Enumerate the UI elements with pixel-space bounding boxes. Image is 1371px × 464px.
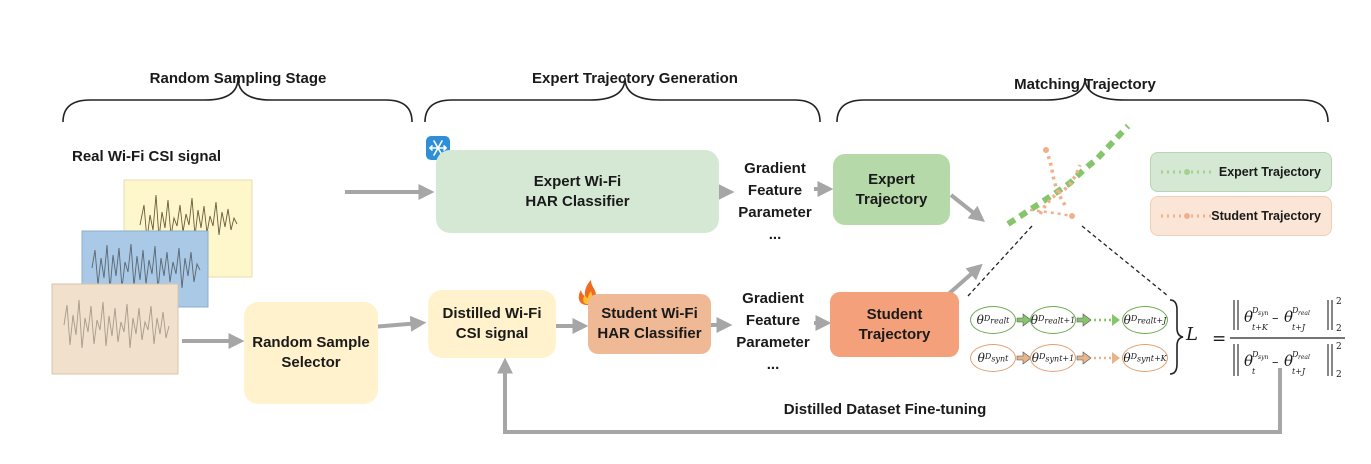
svg-text:real: real <box>1298 310 1310 317</box>
distilled-signal-box: Distilled Wi-Fi CSI signal <box>428 290 556 358</box>
expert-trajectory-label: Expert Trajectory <box>855 170 928 208</box>
zoom-line-right <box>1081 225 1169 297</box>
svg-text:syn: syn <box>1258 310 1268 317</box>
svg-text:–: – <box>1272 311 1279 326</box>
random-selector-box: Random Sample Selector <box>244 302 378 404</box>
svg-text:t+K: t+K <box>1252 323 1269 332</box>
expert-classifier-box: Expert Wi-Fi HAR Classifier <box>436 150 719 233</box>
brace-matching <box>836 77 1329 123</box>
student-trajectory-box: Student Trajectory <box>830 292 959 357</box>
zoom-line-left <box>967 225 1033 297</box>
svg-text:t+J: t+J <box>1292 323 1306 332</box>
expert-trajectory-box: Expert Trajectory <box>833 154 950 225</box>
gradient-top-0: Gradient <box>744 160 806 177</box>
legend-expert: Expert Trajectory <box>1150 152 1332 192</box>
arrow-finetune-loop <box>497 357 1282 434</box>
random-selector-label: Random Sample Selector <box>252 334 370 371</box>
chain-arrows-syn <box>1016 351 1120 365</box>
svg-text:real: real <box>1298 354 1310 361</box>
arrow-expert-traj-to-plot <box>949 193 986 222</box>
brace-random <box>62 77 413 123</box>
gradient-top-3: ... <box>768 226 782 243</box>
csi-signal-card-beige <box>51 283 179 375</box>
svg-text:D: D <box>1291 350 1299 359</box>
svg-text:2: 2 <box>1336 324 1342 334</box>
svg-text:θ: θ <box>1244 352 1253 370</box>
student-classifier-label: Student Wi-Fi HAR Classifier <box>597 305 702 342</box>
arrow-selector-to-distilled <box>371 315 427 332</box>
finetune-label: Distilled Dataset Fine-tuning <box>783 401 987 418</box>
svg-text:2: 2 <box>1336 370 1342 380</box>
svg-text:θ: θ <box>1284 308 1293 326</box>
svg-text:=: = <box>1212 329 1226 349</box>
svg-text:t: t <box>1252 367 1256 376</box>
gradient-bottom-2: Parameter <box>736 334 810 351</box>
input-signal-label: Real Wi-Fi CSI signal <box>72 148 222 165</box>
svg-text:D: D <box>1251 306 1259 315</box>
legend-expert-label: Expert Trajectory <box>1218 165 1321 179</box>
svg-text:syn: syn <box>1258 354 1268 361</box>
legend-expert-swatch <box>1161 169 1213 175</box>
gradient-bottom-0: Gradient <box>742 290 804 307</box>
svg-text:θ: θ <box>1284 352 1293 370</box>
student-trajectory-label: Student Trajectory <box>858 305 931 343</box>
student-classifier-box: Student Wi-Fi HAR Classifier <box>588 294 711 354</box>
svg-text:D: D <box>1251 350 1259 359</box>
stage-title-matching: Matching Trajectory <box>1014 76 1156 93</box>
svg-text:t+J: t+J <box>1292 367 1306 376</box>
chain-brace <box>1169 299 1184 375</box>
expert-classifier-label: Expert Wi-Fi HAR Classifier <box>525 172 630 210</box>
gradient-bottom-1: Feature <box>745 312 801 329</box>
svg-text:θ: θ <box>1244 308 1253 326</box>
loss-symbol: L <box>1186 324 1198 345</box>
svg-text:–: – <box>1272 355 1279 370</box>
svg-text:2: 2 <box>1336 342 1342 352</box>
svg-text:D: D <box>1291 306 1299 315</box>
gradient-bottom-3: ... <box>766 356 780 373</box>
gradient-stack-bottom: Gradient Feature Parameter ... <box>728 288 818 376</box>
stage-title-expert-generation: Expert Trajectory Generation <box>532 70 738 87</box>
legend-student-label: Student Trajectory <box>1211 209 1321 223</box>
gradient-top-1: Feature <box>747 182 803 199</box>
distilled-signal-label: Distilled Wi-Fi CSI signal <box>442 305 542 342</box>
brace-expert <box>424 77 821 123</box>
gradient-stack-top: Gradient Feature Parameter ... <box>730 158 820 246</box>
legend-student-swatch <box>1161 213 1213 219</box>
stage-title-random-sampling: Random Sampling Stage <box>149 70 327 87</box>
svg-text:2: 2 <box>1336 297 1342 307</box>
trajectory-plot <box>1006 123 1131 227</box>
legend-student: Student Trajectory <box>1150 196 1332 236</box>
gradient-top-2: Parameter <box>738 204 812 221</box>
chain-arrows-real <box>1016 313 1120 327</box>
